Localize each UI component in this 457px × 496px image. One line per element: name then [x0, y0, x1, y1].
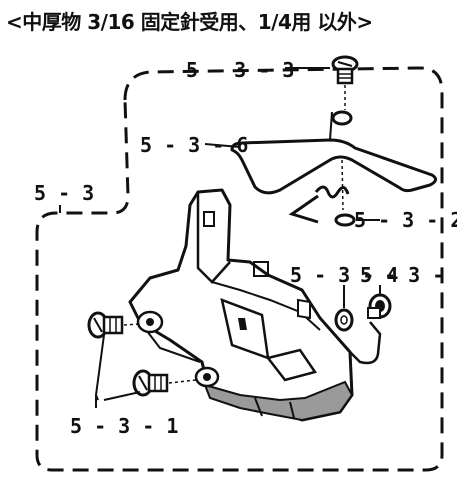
label-5-3-3: 5 - 3 - 3 — [186, 58, 295, 82]
label-5-3: 5 - 3 — [34, 181, 95, 205]
hinge-screw-upper — [87, 311, 141, 339]
washer-5-3-4 — [334, 308, 354, 332]
header-caption: <中厚物 3/16 固定針受用、1/4用 以外> — [6, 10, 373, 34]
label-5-3-5: 5 - 3 - 5 — [360, 263, 457, 287]
label-5-3-2: 5 - 3 - 2 — [354, 208, 457, 232]
presser-foot-body — [128, 188, 354, 422]
label-5-3-1: 5 - 3 - 1 — [70, 414, 179, 438]
stud-5-3-5 — [349, 293, 392, 365]
leader-lines — [94, 67, 381, 408]
spring-5-3-2 — [288, 159, 356, 227]
screw-5-3-3 — [331, 55, 359, 126]
hinge-screw-lower — [132, 369, 197, 397]
thread-guide-wire — [230, 111, 437, 195]
label-5-3-4: 5 - 3 - 4 — [290, 263, 399, 287]
label-5-3-6: 5 - 3 - 6 — [140, 133, 249, 157]
group-boundary-dashed — [35, 66, 444, 472]
